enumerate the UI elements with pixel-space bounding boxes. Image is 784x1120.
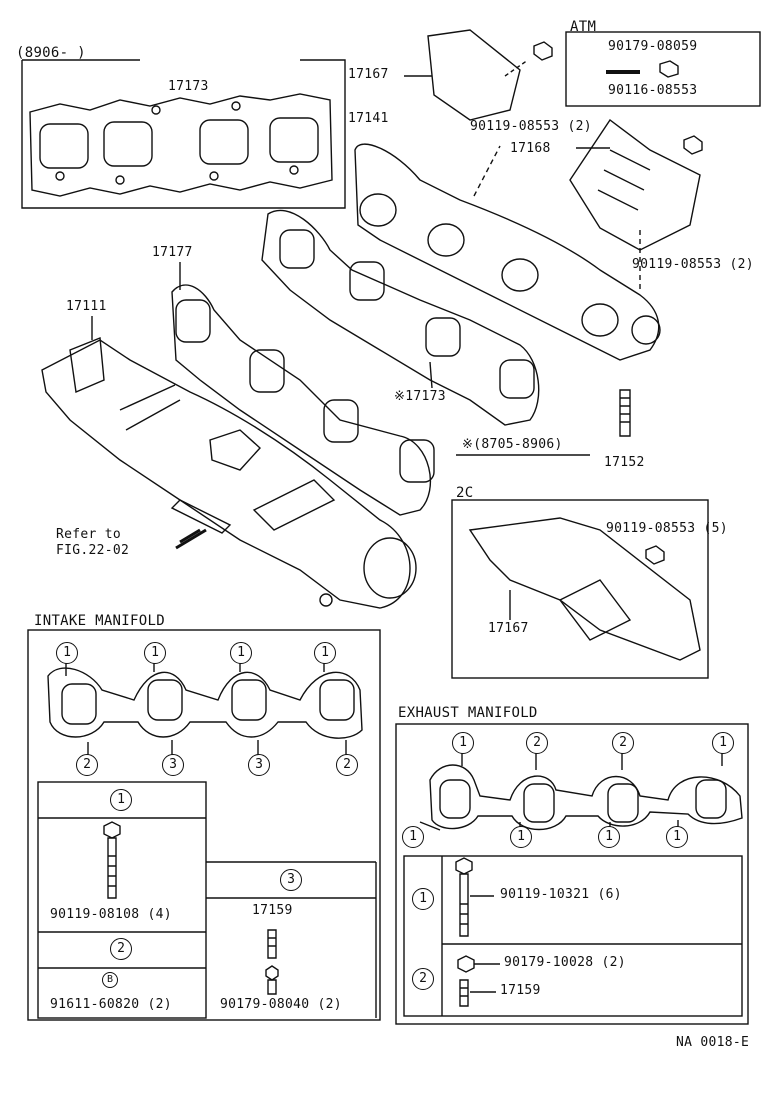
bracket-frame-8906 (21, 59, 346, 209)
intake-bottom-num-1: 2 (76, 754, 98, 776)
exhaust-bottom-num-4: 1 (666, 826, 688, 848)
label-90119-08553-2b: 90119-08553 (2) (632, 257, 754, 272)
intake-bottom-num-4: 2 (336, 754, 358, 776)
intake-sec1-part: 90119-08108 (4) (50, 907, 172, 922)
exhaust-bottom-num-1: 1 (402, 826, 424, 848)
exhaust-top-num-2: 2 (526, 732, 548, 754)
insulator-17168 (569, 118, 701, 251)
label-17173-top: 17173 (168, 79, 209, 94)
intake-title: INTAKE MANIFOLD (34, 613, 165, 629)
intake-sec3-num: 3 (280, 869, 302, 891)
label-17177: 17177 (152, 245, 193, 260)
label-90119-08553-2a: 90119-08553 (2) (470, 119, 592, 134)
exhaust-row2-stud: 17159 (500, 983, 541, 998)
label-2c: 2C (456, 485, 474, 501)
exhaust-row1-part: 90119-10321 (6) (500, 887, 622, 902)
intake-sec2-mark: B (102, 972, 118, 988)
stud-17152 (619, 389, 631, 437)
label-17141: 17141 (348, 111, 389, 126)
exhaust-bottom-num-2: 1 (510, 826, 532, 848)
intake-sec3-stud: 17159 (252, 903, 293, 918)
footer-code: NA 0018-E (676, 1035, 750, 1050)
label-17167-top: 17167 (348, 67, 389, 82)
exhaust-title: EXHAUST MANIFOLD (398, 705, 538, 721)
exhaust-row2-part: 90179-10028 (2) (504, 955, 626, 970)
box-2c (451, 499, 709, 679)
insulator-17167-2c (468, 517, 701, 661)
intake-sec1-num: 1 (110, 789, 132, 811)
exhaust-top-num-1: 1 (452, 732, 474, 754)
exhaust-gasket-diagram (429, 764, 743, 831)
exhaust-row1-num: 1 (412, 888, 434, 910)
intake-top-num-2: 1 (144, 642, 166, 664)
gasket-17177 (171, 284, 432, 516)
atm-box (565, 31, 761, 107)
label-17168: 17168 (510, 141, 551, 156)
intake-manifold-17111 (41, 339, 411, 609)
exhaust-box (395, 723, 749, 1025)
label-bracket-8906: (8906- ) (16, 45, 86, 61)
insulator-17167-top (427, 29, 521, 121)
label-fig-22-02: FIG.22-02 (56, 543, 130, 558)
exhaust-top-num-3: 2 (612, 732, 634, 754)
label-17167-2c: 17167 (488, 621, 529, 636)
intake-sec2-num: 2 (110, 938, 132, 960)
gasket-17173-mid (261, 209, 540, 426)
exhaust-row2-num: 2 (412, 968, 434, 990)
intake-box (27, 629, 381, 1021)
label-17152: 17152 (604, 455, 645, 470)
label-17111: 17111 (66, 299, 107, 314)
label-atm-90179-08059: 90179-08059 (608, 39, 698, 54)
intake-top-num-1: 1 (56, 642, 78, 664)
intake-bottom-num-2: 3 (162, 754, 184, 776)
stud-refer (175, 528, 207, 550)
bolt-90119-10321 (459, 873, 469, 937)
label-atm: ATM (570, 19, 597, 35)
exhaust-top-num-4: 1 (712, 732, 734, 754)
gasket-17173-top (29, 93, 333, 197)
intake-sec2-part: 91611-60820 (2) (50, 997, 172, 1012)
intake-gasket-diagram (47, 667, 363, 739)
intake-sec3-part: 90179-08040 (2) (220, 997, 342, 1012)
intake-bottom-num-3: 3 (248, 754, 270, 776)
exhaust-manifold-17141 (354, 143, 660, 361)
label-refer-to: Refer to (56, 527, 122, 542)
intake-top-num-3: 1 (230, 642, 252, 664)
bolt-90119-08108 (107, 837, 117, 899)
label-atm-90116-08553: 90116-08553 (608, 83, 698, 98)
exhaust-bottom-num-3: 1 (598, 826, 620, 848)
label-17173-mid: ※17173 (394, 389, 446, 404)
label-range-8705-8906: ※(8705-8906) (462, 437, 563, 452)
intake-top-num-4: 1 (314, 642, 336, 664)
label-90119-08553-5: 90119-08553 (5) (606, 521, 728, 536)
